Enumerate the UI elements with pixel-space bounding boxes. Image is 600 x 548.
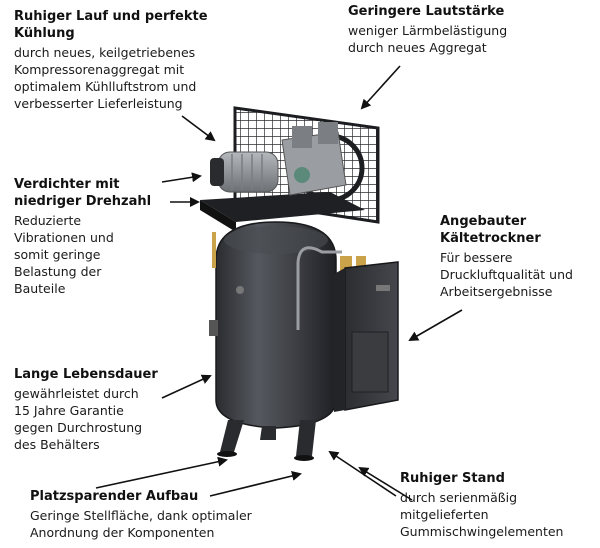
callout-speed-body: Reduzierte Vibrationen und somit geringe… [14, 213, 114, 296]
callout-lifetime: Lange Lebensdauer gewährleistet durch 15… [14, 366, 184, 453]
callout-cooling-body: durch neues, keilgetriebenes Kompressore… [14, 45, 197, 111]
callout-cooling: Ruhiger Lauf und perfekte Kühlung durch … [14, 8, 264, 112]
callout-dryer-body: Für bessere Druckluftqualität und Arbeit… [440, 250, 573, 299]
callout-noise-heading: Geringere Lautstärke [348, 4, 505, 19]
callout-lifetime-heading: Lange Lebensdauer [14, 367, 158, 382]
callout-noise-body: weniger Lärmbelästigung durch neues Aggr… [348, 23, 508, 55]
callout-stand: Ruhiger Stand durch serienmäßig mitgelie… [400, 470, 595, 540]
tank-feet [217, 420, 316, 461]
callout-stand-body: durch serienmäßig mitgelieferten Gummisc… [400, 490, 564, 539]
compressor-pump [281, 122, 347, 196]
callout-compact: Platzsparender Aufbau Geringe Stellfläch… [30, 488, 320, 541]
callout-compact-body: Geringe Stellfläche, dank optimaler Anor… [30, 508, 252, 540]
motor [210, 151, 279, 193]
callout-cooling-heading: Ruhiger Lauf und perfekte Kühlung [14, 9, 208, 41]
piping [212, 232, 366, 330]
base-plate [200, 192, 365, 232]
callout-lifetime-body: gewährleistet durch 15 Jahre Garantie ge… [14, 386, 143, 452]
callout-speed-heading: Verdichter mit niedriger Drehzahl [14, 177, 152, 209]
callout-stand-heading: Ruhiger Stand [400, 471, 505, 486]
callout-compact-heading: Platzsparender Aufbau [30, 489, 199, 504]
callout-dryer-heading: Angebauter Kältetrockner [440, 214, 541, 246]
callout-speed: Verdichter mit niedriger Drehzahl Reduzi… [14, 176, 174, 297]
callout-dryer: Angebauter Kältetrockner Für bessere Dru… [440, 213, 595, 300]
callout-noise: Geringere Lautstärke weniger Lärmbelästi… [348, 3, 588, 56]
refrigeration-dryer [334, 261, 399, 412]
air-tank [209, 221, 337, 429]
